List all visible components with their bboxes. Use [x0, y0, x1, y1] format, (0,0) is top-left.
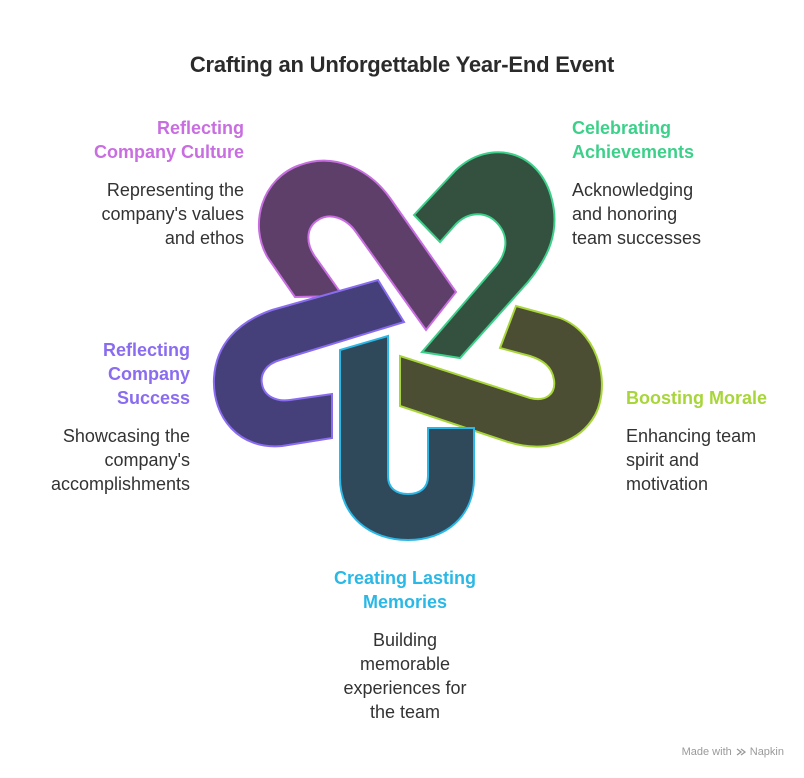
- link-success: [212, 278, 406, 448]
- diagram-title: Crafting an Unforgettable Year-End Event: [189, 52, 615, 77]
- node-achievements-desc: Acknowledging and honoring team successe…: [572, 180, 702, 248]
- node-memories-heading: Creating Lasting Memories: [333, 568, 476, 612]
- node-morale-desc: Enhancing team spirit and motivation: [626, 426, 757, 494]
- node-culture-desc: Representing the company's values and et…: [101, 180, 244, 248]
- node-culture: Reflecting Company Culture Representing …: [40, 116, 244, 250]
- node-achievements: Celebrating Achievements Acknowledging a…: [572, 116, 772, 250]
- link-culture: [257, 159, 458, 332]
- node-success-heading: Reflecting Company Success: [102, 340, 190, 408]
- node-success: Reflecting Company Success Showcasing th…: [20, 338, 190, 496]
- link-achievements: [412, 151, 556, 360]
- footer-attribution: Made with Napkin: [682, 746, 784, 758]
- napkin-logo-icon: [736, 748, 746, 756]
- footer-brand: Napkin: [749, 746, 784, 758]
- node-morale: Boosting Morale Enhancing team spirit an…: [626, 386, 796, 496]
- footer-label: Made with: [681, 746, 732, 758]
- link-memories: [339, 334, 475, 542]
- node-achievements-heading: Celebrating Achievements: [572, 118, 695, 162]
- node-memories: Creating Lasting Memories Building memor…: [305, 566, 505, 724]
- node-success-desc: Showcasing the company's accomplishments: [50, 426, 190, 494]
- link-morale: [399, 304, 603, 448]
- node-memories-desc: Building memorable experiences for the t…: [343, 630, 467, 722]
- node-culture-heading: Reflecting Company Culture: [93, 118, 244, 162]
- node-morale-heading: Boosting Morale: [626, 388, 768, 408]
